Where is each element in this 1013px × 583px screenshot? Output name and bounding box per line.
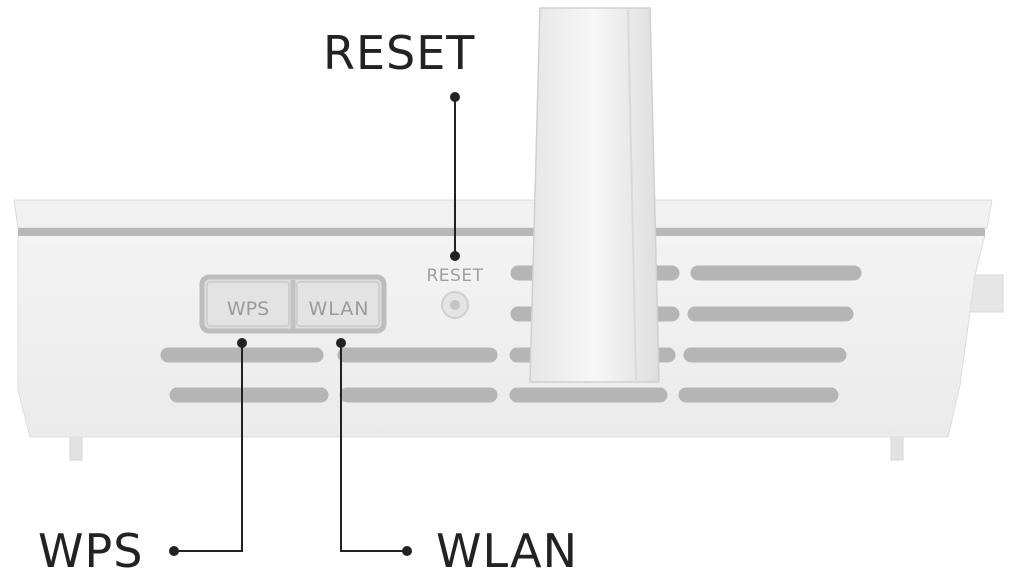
wlan-leader-end-dot: [402, 546, 412, 556]
leader-lines: [174, 97, 456, 552]
wlan-callout-label: WLAN: [436, 524, 579, 578]
wps-leader-line: [174, 343, 243, 552]
reset-pinhole[interactable]: [450, 300, 460, 310]
wps-button[interactable]: [206, 281, 290, 327]
reset-device-label: RESET: [427, 266, 484, 286]
reset-leader-dot: [450, 92, 460, 102]
lid-seam: [18, 228, 985, 236]
reset-leader-end-dot: [450, 251, 460, 261]
leader-dots: [169, 92, 460, 556]
wlan-leader-dot: [336, 338, 346, 348]
wlan-leader-line: [340, 343, 407, 552]
antenna-highlight: [627, 9, 637, 381]
router-lid: [13, 199, 993, 229]
wlan-button[interactable]: [296, 281, 380, 327]
wps-leader-dot: [237, 338, 247, 348]
wps-leader-end-dot: [169, 546, 179, 556]
side-port: [969, 274, 1004, 313]
reset-callout-label: RESET: [323, 26, 476, 80]
wps-callout-label: WPS: [38, 524, 144, 578]
wlan-button-label: WLAN: [308, 298, 369, 320]
router-body: [17, 234, 986, 438]
wps-button-label: WPS: [227, 298, 269, 320]
antenna: [529, 7, 660, 383]
